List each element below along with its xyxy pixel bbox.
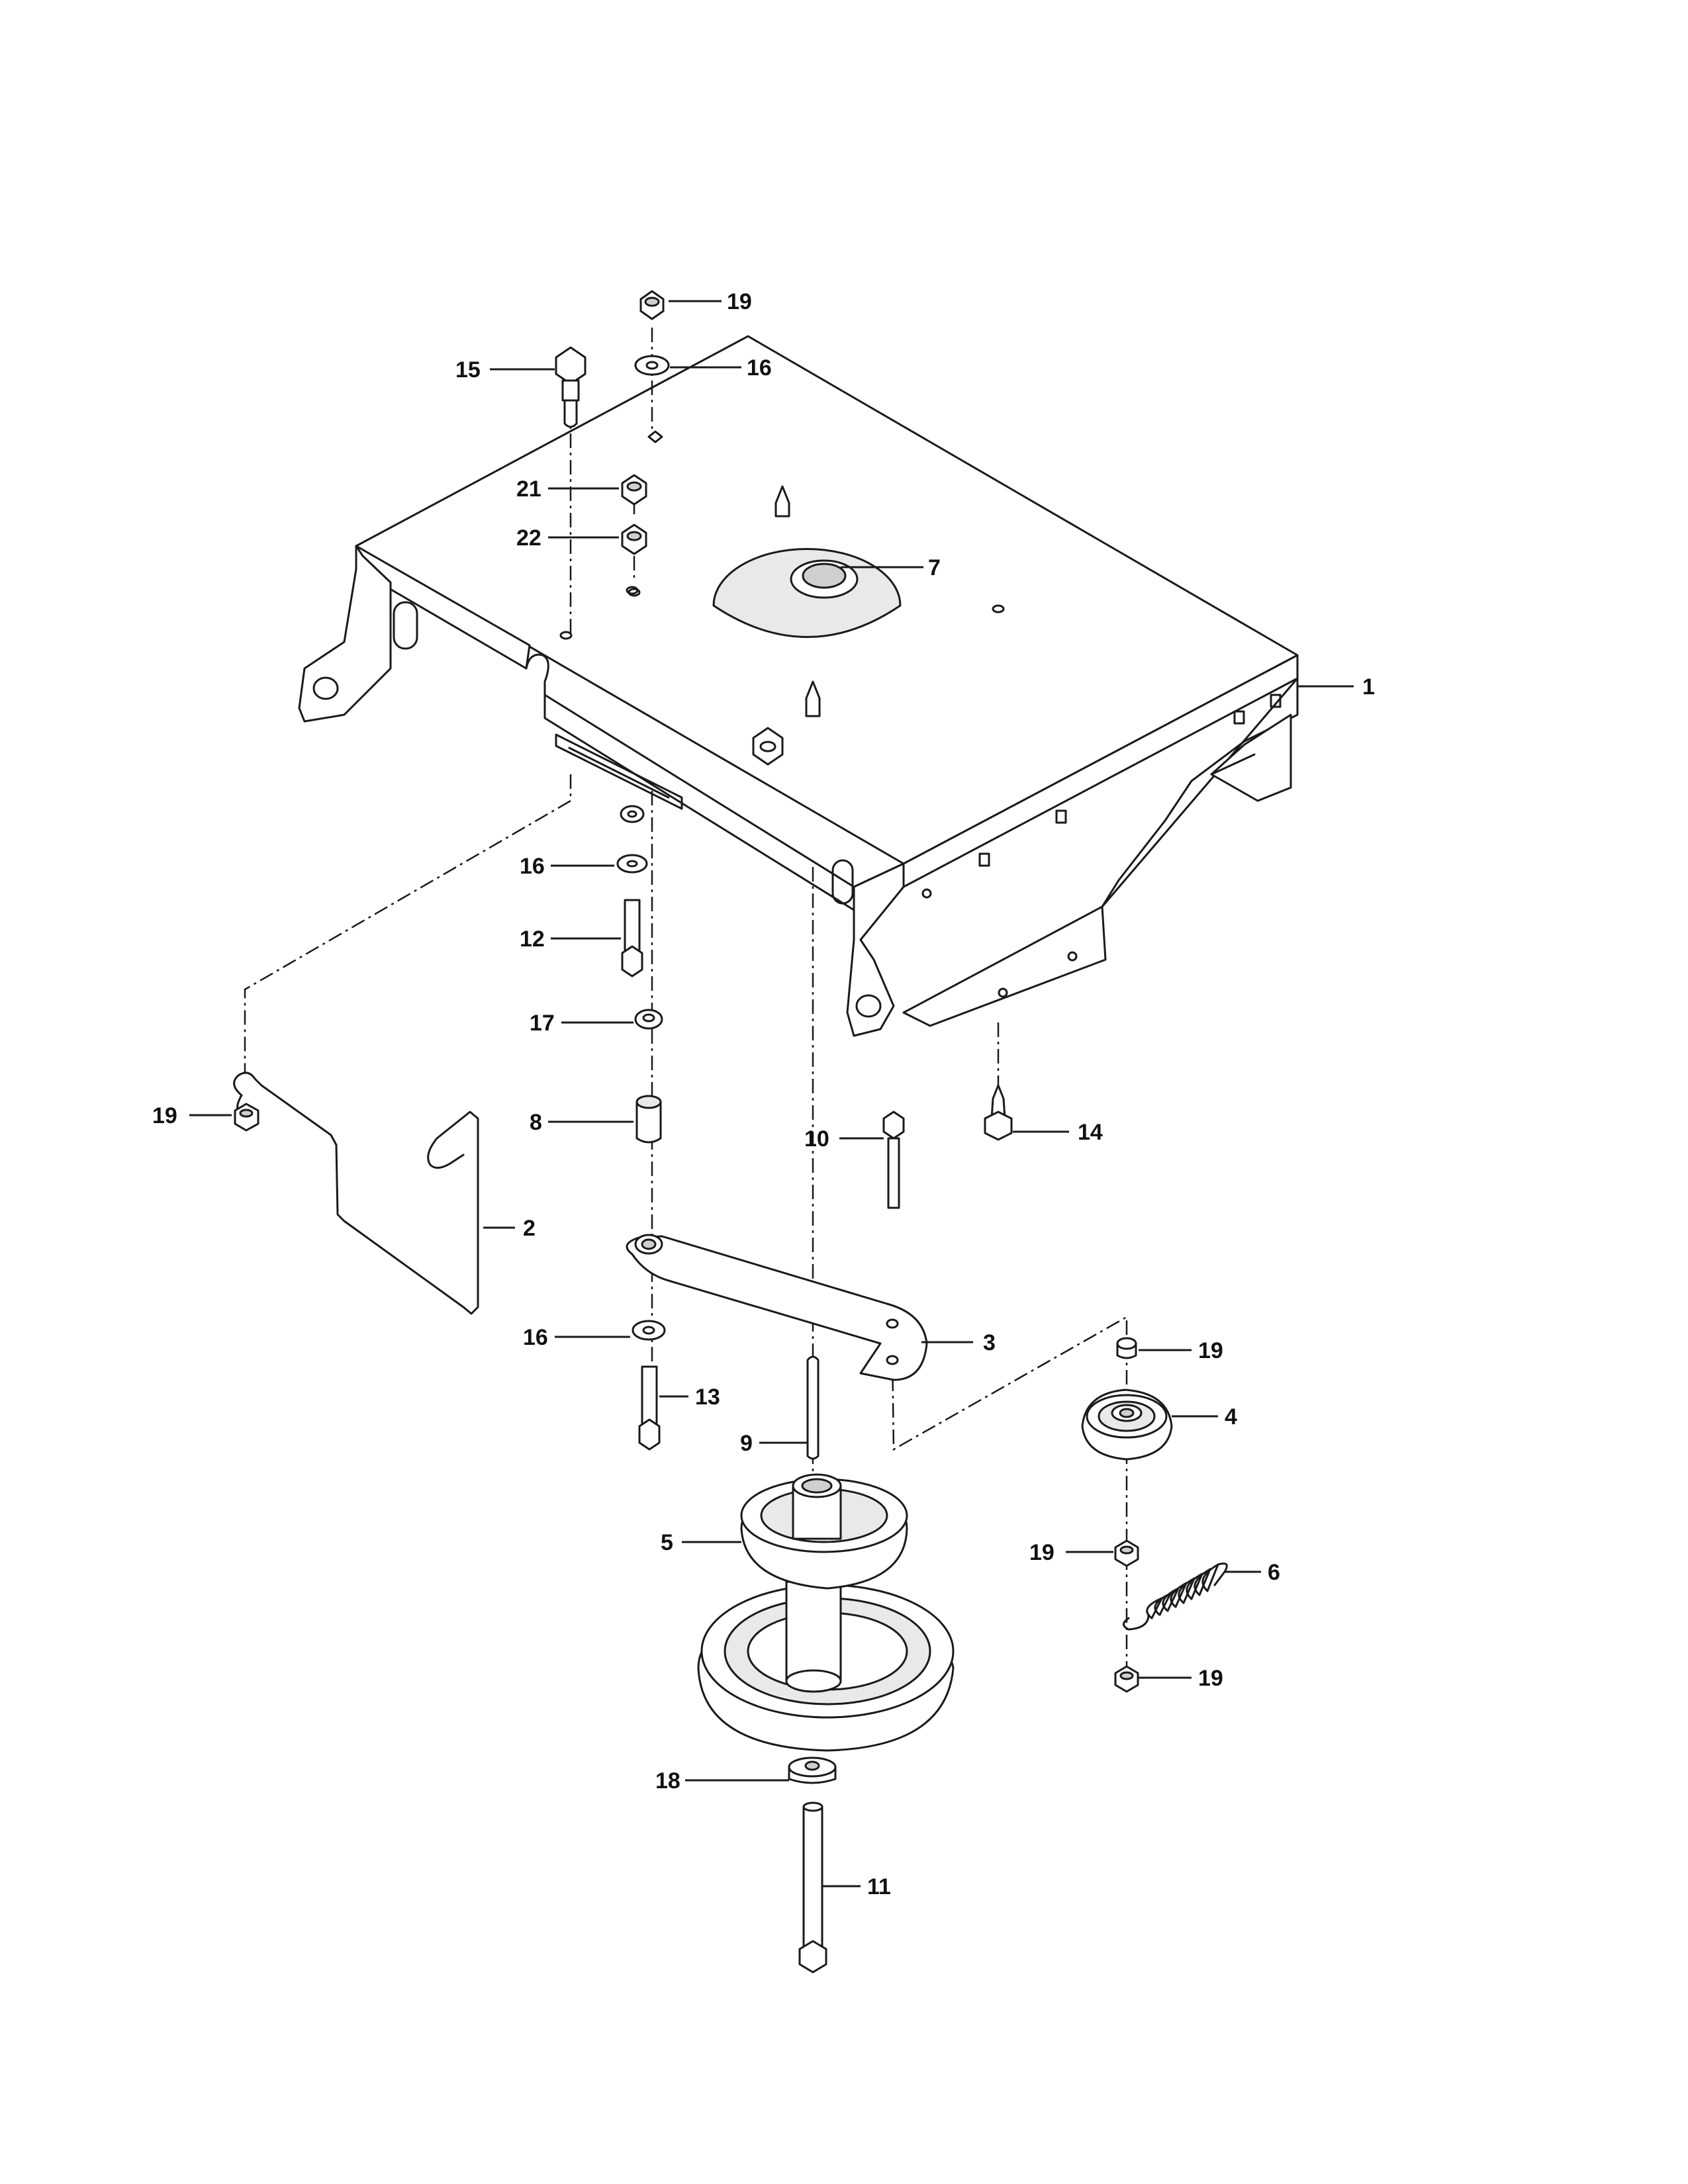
washer-16-top [634, 355, 670, 376]
callout-19-top-right: 19 [1198, 1338, 1223, 1363]
callout-4: 4 [1225, 1404, 1237, 1430]
bolt-12 [621, 899, 643, 978]
callout-15: 15 [455, 357, 481, 383]
spacer-19-top-right [1116, 1337, 1137, 1359]
nut-19-bottom-right [1114, 1665, 1139, 1693]
bolt-13 [638, 1365, 661, 1451]
spacer-17 [634, 1009, 663, 1030]
wire-rod-2 [233, 1071, 479, 1315]
callout-labels: 19 16 15 21 22 7 1 16 12 17 8 19 2 10 14… [152, 289, 1375, 1899]
callout-21: 21 [516, 477, 541, 502]
callout-2: 2 [523, 1216, 536, 1241]
washer-16-mid [616, 854, 648, 874]
callout-16-lower: 16 [523, 1325, 548, 1350]
mounting-bracket-part [298, 335, 1299, 1037]
nut-19-mid-right [1114, 1539, 1139, 1567]
callout-20: 19 [727, 289, 752, 314]
idler-pulley-4 [1081, 1388, 1173, 1461]
callout-10: 10 [804, 1126, 829, 1152]
callout-16-top: 16 [747, 355, 772, 381]
lock-nut-21 [621, 474, 647, 506]
callout-19-mid-right: 19 [1029, 1540, 1055, 1565]
spacer-18 [788, 1756, 837, 1784]
callout-9: 9 [740, 1431, 753, 1456]
callout-5: 5 [661, 1530, 673, 1555]
key-9 [806, 1355, 820, 1460]
bolt-10 [882, 1111, 905, 1209]
callout-17: 17 [530, 1011, 555, 1036]
flange-nut-20 [639, 290, 665, 320]
callout-11: 11 [867, 1874, 891, 1899]
shoulder-bolt-15 [555, 346, 586, 428]
washer-16-upper-stack [620, 805, 645, 823]
nut-19-left [234, 1103, 259, 1132]
callout-7: 7 [928, 555, 941, 580]
callout-18: 18 [655, 1768, 680, 1794]
callout-19-left: 19 [152, 1103, 177, 1128]
idler-arm-3 [626, 1234, 928, 1381]
callout-13: 13 [695, 1385, 720, 1410]
bolt-11 [798, 1801, 827, 1974]
callout-22: 22 [516, 525, 541, 551]
callout-6: 6 [1268, 1560, 1280, 1585]
callout-3: 3 [983, 1330, 996, 1355]
callout-16-mid: 16 [520, 854, 545, 879]
spring-6 [1123, 1562, 1228, 1631]
bolt-14 [984, 1084, 1013, 1141]
callout-12: 12 [520, 927, 545, 952]
bushing-8 [635, 1095, 662, 1144]
washer-16-lower [632, 1320, 666, 1341]
lock-nut-22 [621, 523, 647, 597]
callout-14: 14 [1078, 1120, 1103, 1145]
callout-19-bottom-right: 19 [1198, 1666, 1223, 1691]
callout-1: 1 [1362, 674, 1375, 700]
double-pulley-5 [697, 1473, 955, 1752]
leader-lines [189, 300, 1354, 1888]
callout-8: 8 [530, 1110, 542, 1135]
